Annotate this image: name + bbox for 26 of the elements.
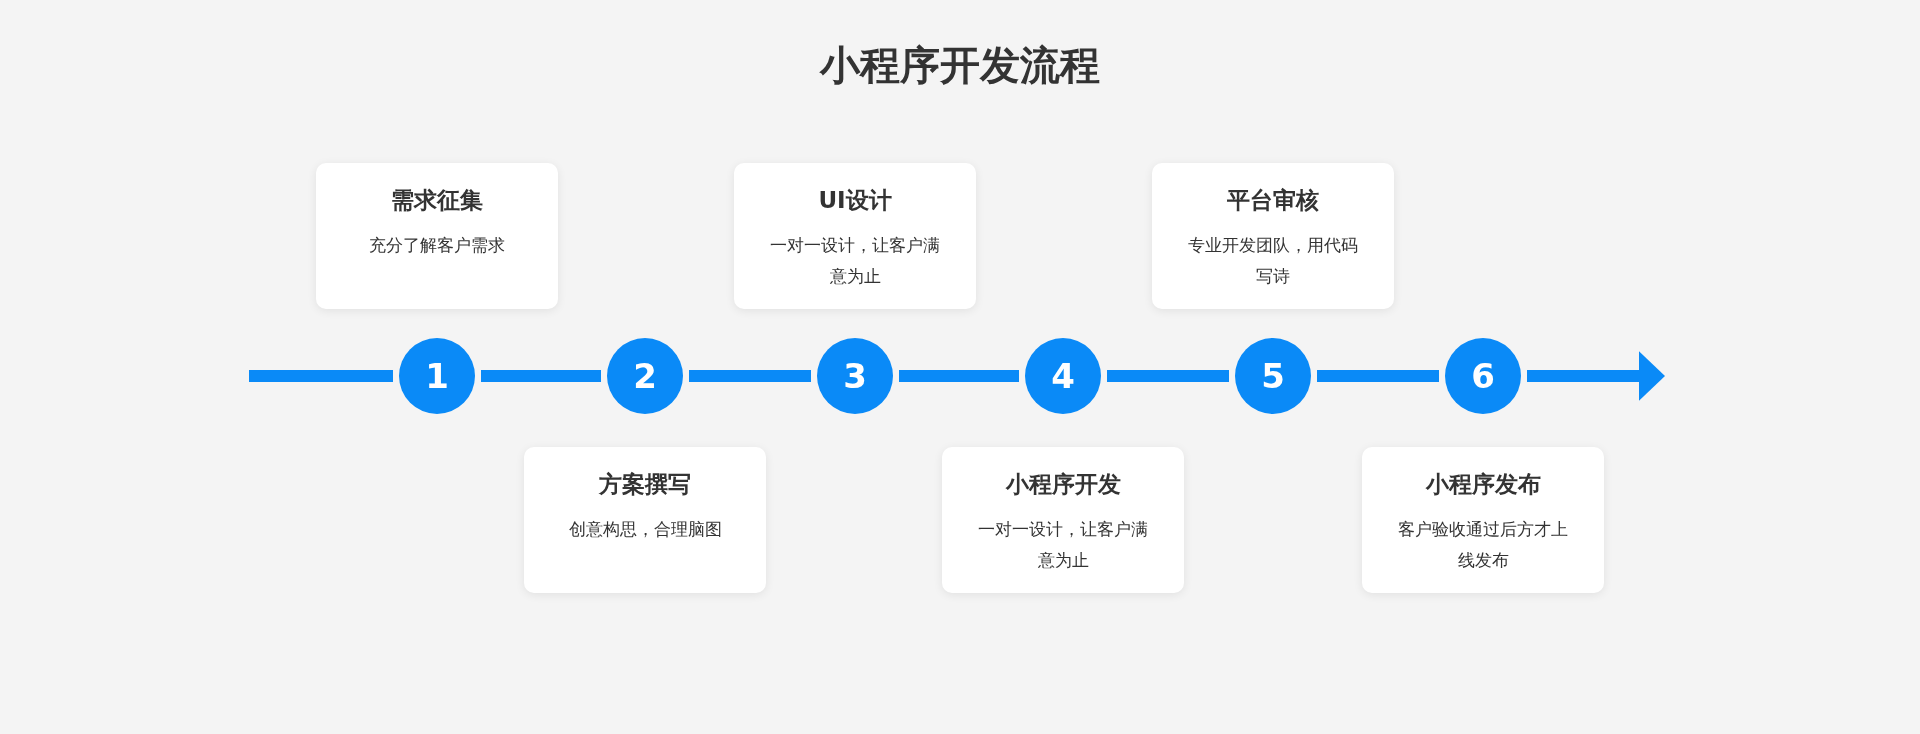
step-description: 客户验收通过后方才上线发布 — [1397, 518, 1569, 572]
timeline-arrow — [1527, 350, 1665, 402]
step-number-circle: 3 — [817, 338, 893, 414]
step-description: 创意构思，合理脑图 — [567, 518, 723, 541]
timeline-line — [899, 370, 1019, 382]
step-description: 充分了解客户需求 — [368, 234, 506, 257]
step-number-circle: 1 — [399, 338, 475, 414]
timeline-line — [1107, 370, 1229, 382]
step-description: 专业开发团队，用代码写诗 — [1187, 234, 1359, 288]
step-heading: 小程序发布 — [1425, 470, 1541, 499]
step-heading: UI设计 — [818, 186, 892, 215]
step-number-circle: 5 — [1235, 338, 1311, 414]
step-description: 一对一设计，让客户满意为止 — [769, 234, 941, 288]
step-heading: 方案撰写 — [599, 470, 691, 499]
title: 小程序开发流程 — [820, 41, 1100, 90]
step-number-circle: 6 — [1445, 338, 1521, 414]
step-description: 一对一设计，让客户满意为止 — [977, 518, 1149, 572]
step-number-circle: 4 — [1025, 338, 1101, 414]
step-heading: 需求征集 — [391, 186, 483, 215]
timeline-line — [689, 370, 811, 382]
step-heading: 小程序开发 — [1005, 470, 1121, 499]
timeline-line — [481, 370, 601, 382]
timeline-line — [1317, 370, 1439, 382]
step-number-circle: 2 — [607, 338, 683, 414]
timeline-line — [249, 370, 393, 382]
step-heading: 平台审核 — [1227, 186, 1319, 215]
